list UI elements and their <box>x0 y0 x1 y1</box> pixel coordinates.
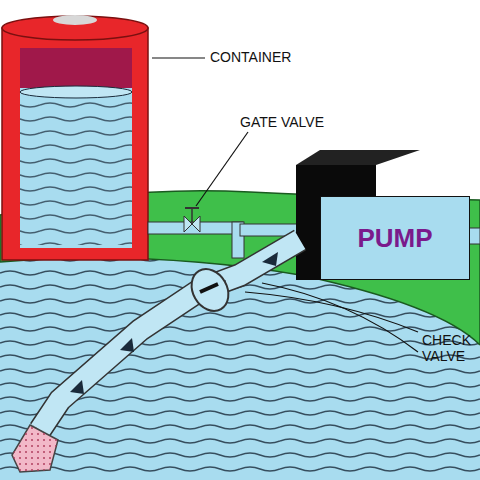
pump-label: PUMP <box>357 223 432 254</box>
pump-box: PUMP <box>320 196 470 280</box>
part-label: CONTAINER <box>210 49 291 65</box>
part-label: CHECK VALVE <box>422 332 474 364</box>
part-label: GATE VALVE <box>240 114 324 130</box>
